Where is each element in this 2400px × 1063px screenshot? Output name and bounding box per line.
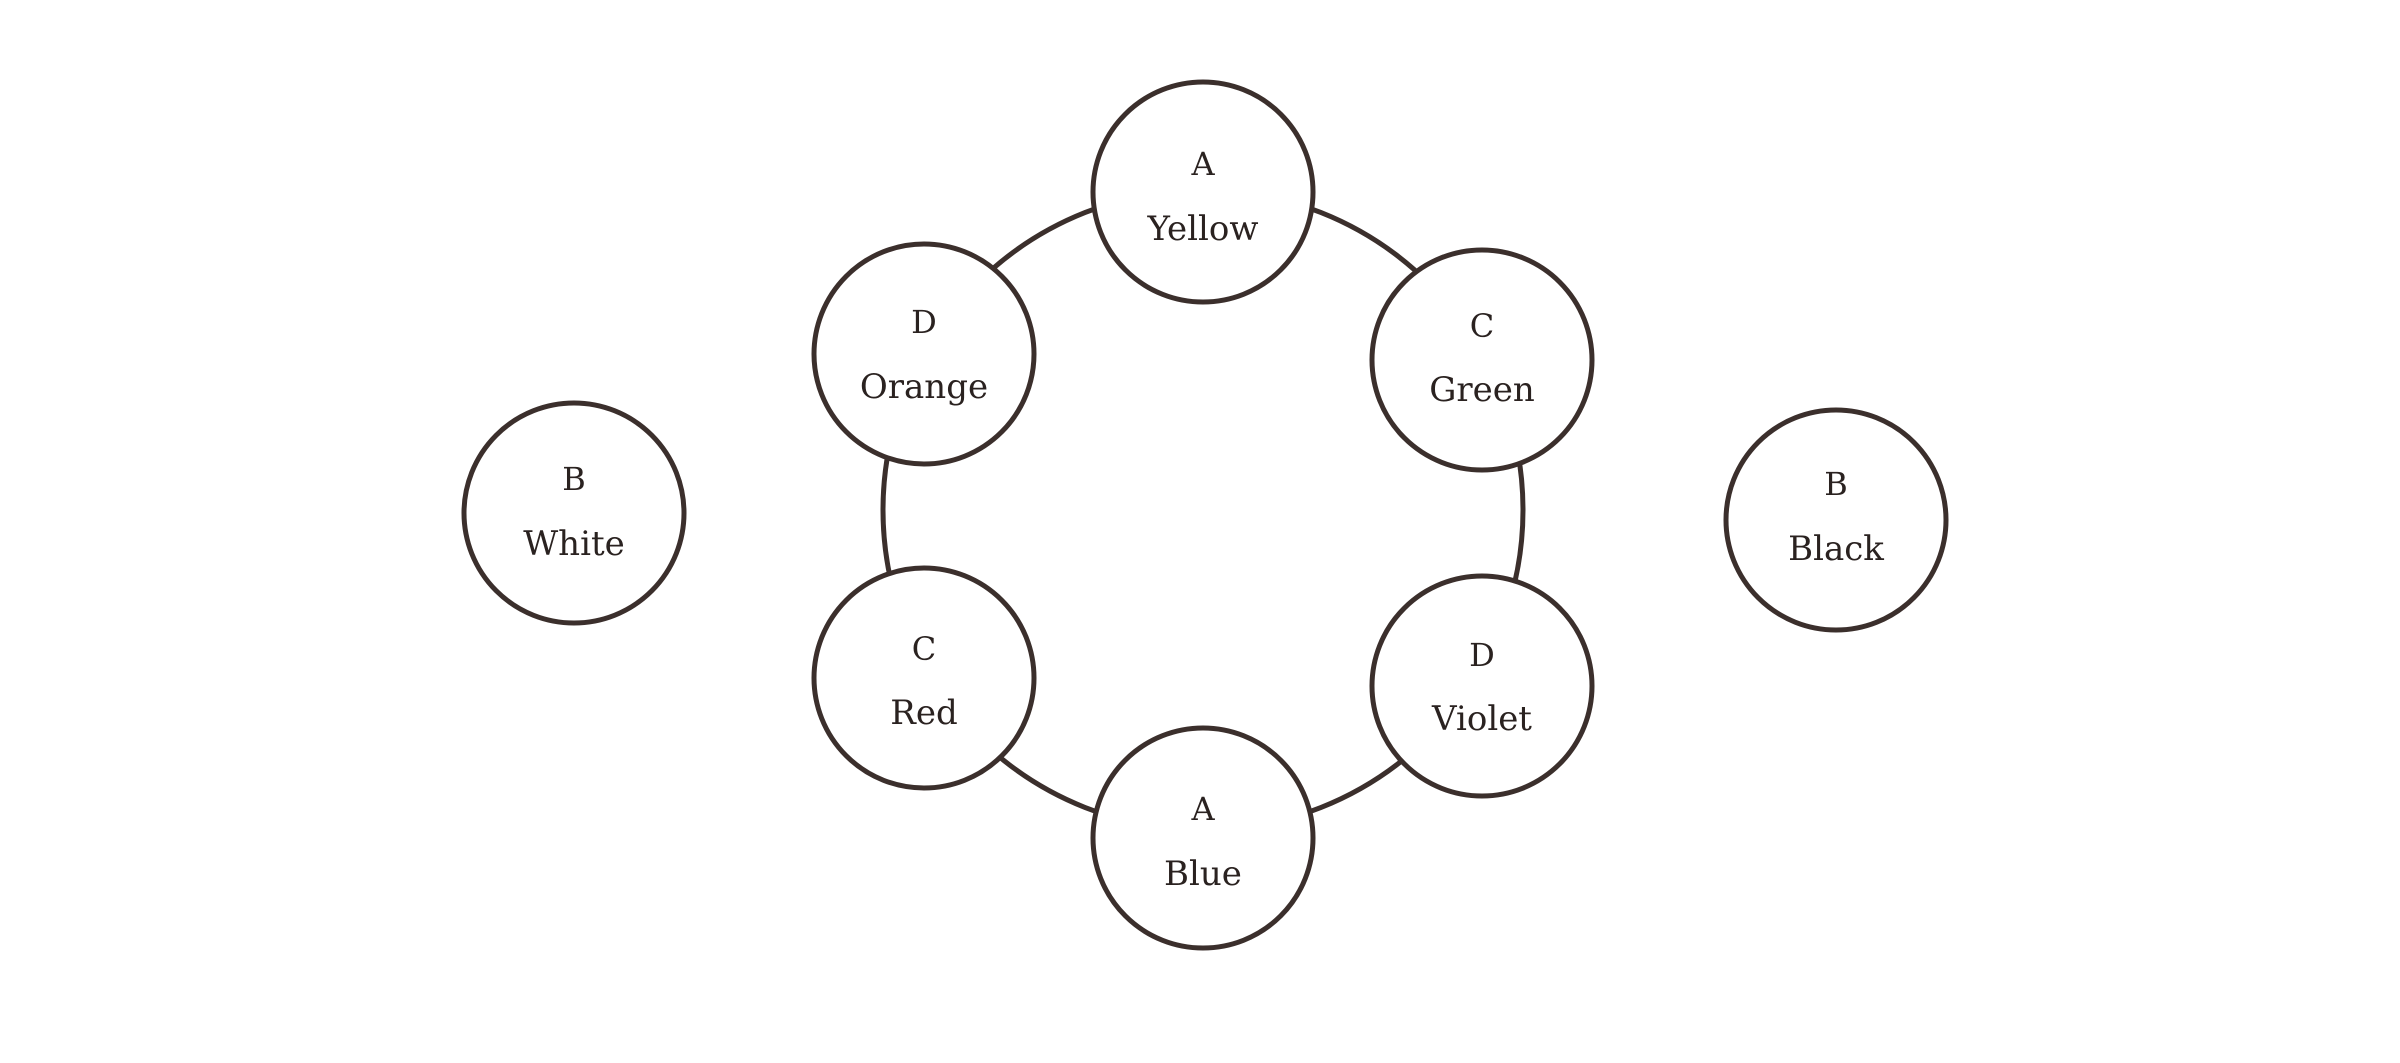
node-blue-circle	[1090, 725, 1316, 951]
node-violet: D Violet	[1369, 573, 1595, 799]
node-orange-circle	[811, 241, 1037, 467]
node-red-circle	[811, 565, 1037, 791]
node-orange-letter: D	[911, 303, 937, 341]
node-red-letter: C	[912, 630, 936, 668]
node-orange: D Orange	[811, 241, 1037, 467]
node-green: C Green	[1369, 247, 1595, 473]
node-blue-name: Blue	[1164, 854, 1242, 894]
node-blue-letter: A	[1190, 790, 1215, 828]
node-yellow-name: Yellow	[1147, 209, 1259, 249]
node-green-letter: C	[1470, 307, 1494, 345]
node-black-name: Black	[1788, 529, 1884, 569]
node-violet-letter: D	[1469, 636, 1495, 674]
node-yellow-circle	[1090, 79, 1316, 305]
node-yellow-letter: A	[1190, 145, 1215, 183]
node-black: B Black	[1723, 407, 1949, 633]
node-blue: A Blue	[1090, 725, 1316, 951]
node-green-name: Green	[1429, 370, 1535, 410]
node-violet-circle	[1369, 573, 1595, 799]
node-violet-name: Violet	[1431, 699, 1532, 739]
node-black-letter: B	[1824, 465, 1848, 503]
node-white-letter: B	[562, 460, 586, 498]
node-red-name: Red	[890, 693, 958, 733]
node-yellow: A Yellow	[1090, 79, 1316, 305]
node-green-circle	[1369, 247, 1595, 473]
node-white-name: White	[523, 524, 625, 564]
node-black-circle	[1723, 407, 1949, 633]
node-white: B White	[461, 400, 687, 626]
node-orange-name: Orange	[860, 367, 988, 407]
node-red: C Red	[811, 565, 1037, 791]
node-white-circle	[461, 400, 687, 626]
